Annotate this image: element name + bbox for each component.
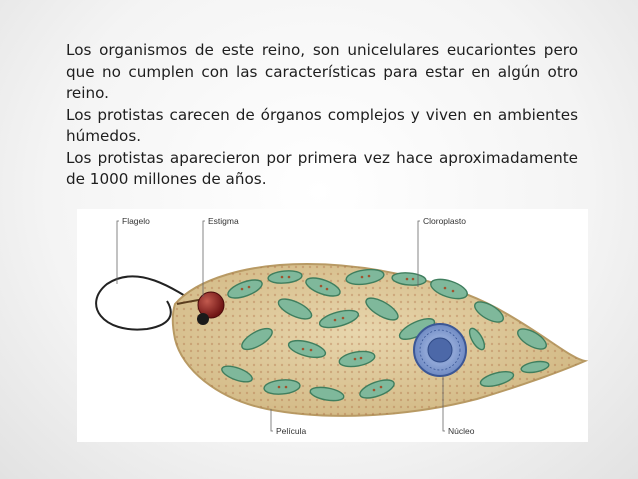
chloroplast-dots	[240, 274, 455, 392]
euglena-diagram: Flagelo Estigma Cloroplasto Película Núc…	[77, 209, 588, 442]
nucleo-leader	[442, 376, 445, 432]
label-nucleo: Núcleo	[448, 426, 475, 436]
label-pelicula: Película	[276, 426, 307, 436]
paragraph-definition: Los organismos de este reino, son unicel…	[66, 41, 578, 102]
nucleus	[413, 323, 467, 377]
label-estigma: Estigma	[208, 216, 239, 226]
cloroplasto-leader	[417, 220, 420, 287]
pelicula-leader	[270, 409, 273, 432]
paragraph-origin: Los protistas aparecieron por primera ve…	[66, 148, 578, 189]
flagelo-leader	[116, 220, 119, 284]
chloroplasts	[221, 268, 550, 402]
euglena-illustration: Flagelo Estigma Cloroplasto Película Núc…	[95, 216, 588, 436]
stigma	[197, 291, 225, 325]
label-flagelo: Flagelo	[122, 216, 150, 226]
paragraph-characteristics: Los protistas carecen de órganos complej…	[66, 105, 578, 146]
flagellum	[95, 275, 203, 331]
estigma-leader	[202, 220, 205, 297]
slide-text: Los organismos de este reino, son unicel…	[66, 40, 578, 191]
label-cloroplasto: Cloroplasto	[423, 216, 466, 226]
